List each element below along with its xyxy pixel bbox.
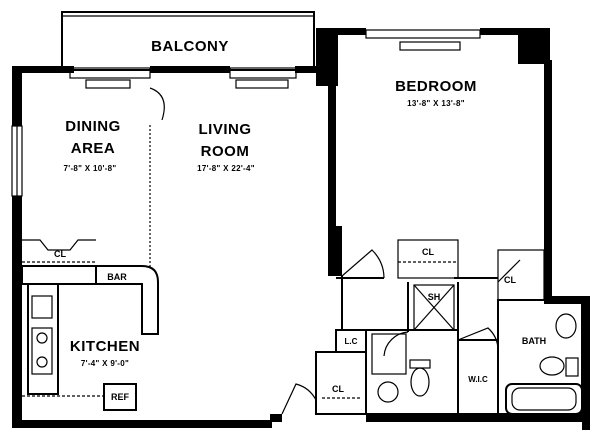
wall-top-left [14,66,74,73]
toilet-right-tank [565,357,579,377]
slider-left-track [85,79,131,89]
kitchen-dimensions: 7'-4" X 9'-0" [81,359,129,368]
shower-label: SH [428,292,441,302]
bedroom-closet-label: CL [422,247,434,257]
slider-right-track [235,79,289,89]
bedroom-door [341,249,385,279]
kitchen-area [21,239,159,411]
toilet-left [410,367,430,397]
toilet-left-tank [409,359,431,369]
kitchen-sink [31,295,53,319]
bedroom-dimensions: 13'-8" X 13'-8" [407,99,465,108]
wic-door [457,327,499,351]
kitchen-label: KITCHEN [70,338,140,355]
wall-bedroom-top-left [336,28,366,35]
toilet-right [539,356,565,376]
dining-closet-top [22,239,96,251]
linen-closet-label: L.C [345,337,358,346]
wall-top-right [295,66,317,73]
living-label-line1: LIVING [198,121,251,138]
stove-burner-1 [36,332,48,344]
dining-label-line1: DINING [65,118,121,135]
bath-right [497,299,583,415]
wall-left-upper [12,66,22,126]
wall-left-lower [12,196,22,424]
doors [281,249,521,415]
bath-closet-door [497,259,521,283]
hall-closet [315,351,367,415]
stove-burner-2 [36,356,48,368]
dining-closet-label: CL [54,249,66,259]
shower-diag-2 [413,284,455,331]
bar-label: BAR [107,272,127,282]
bath-left [365,329,459,415]
bath-door [383,331,409,357]
wall-living-bedroom-lower [328,226,342,276]
wic-label: W.I.C [468,375,488,384]
bathtub-inner [511,387,577,411]
balcony-door-swing [149,87,165,121]
bath-closet-label: CL [504,275,516,285]
labels: BALCONY BEDROOM 13'-8" X 13'-8" DINING A… [54,38,546,402]
bath-label: BATH [522,336,546,346]
ref-label: REF [111,392,130,402]
wall-bottom-door-jamb [270,414,282,422]
dining-dimensions: 7'-8" X 10'-8" [64,164,117,173]
wall-corner-block [316,28,338,86]
balcony-label: BALCONY [151,38,229,55]
wall-bedroom-top-right [480,28,520,35]
slider-right [229,67,297,79]
stove [31,327,53,375]
wall-bedroom-corner [518,28,550,64]
sink-right [555,313,577,339]
bath-fixtures [377,313,583,415]
kitchen-counter [27,283,59,395]
bedroom-window-sill [399,41,461,51]
bedroom-label: BEDROOM [395,78,477,95]
bath-left-floor-hatch [371,333,407,375]
interior-walls [149,125,583,415]
wall-top-mid [150,66,230,73]
bedroom-window [365,29,481,39]
slider-left [69,67,151,79]
exterior-walls [11,28,590,430]
sink-left [377,381,399,403]
wall-living-bedroom [328,86,336,226]
wall-bottom-living [136,420,272,428]
living-label-line2: ROOM [201,143,250,160]
wall-bath-right [582,300,590,430]
living-dimensions: 17'-8" X 22'-4" [197,164,255,173]
dining-label-line2: AREA [71,140,116,157]
wall-bottom-right [366,414,590,422]
entry-door [281,383,317,415]
bedroom-closet [397,239,459,279]
bar-counter [95,265,159,335]
dining-closet-bottom [21,265,97,285]
wall-bottom-kitchen [12,420,138,428]
wall-bedroom-right [544,60,552,300]
hall-closet-label: CL [332,384,344,394]
windows [69,29,481,121]
refrigerator [103,383,137,411]
bathtub [505,383,583,415]
